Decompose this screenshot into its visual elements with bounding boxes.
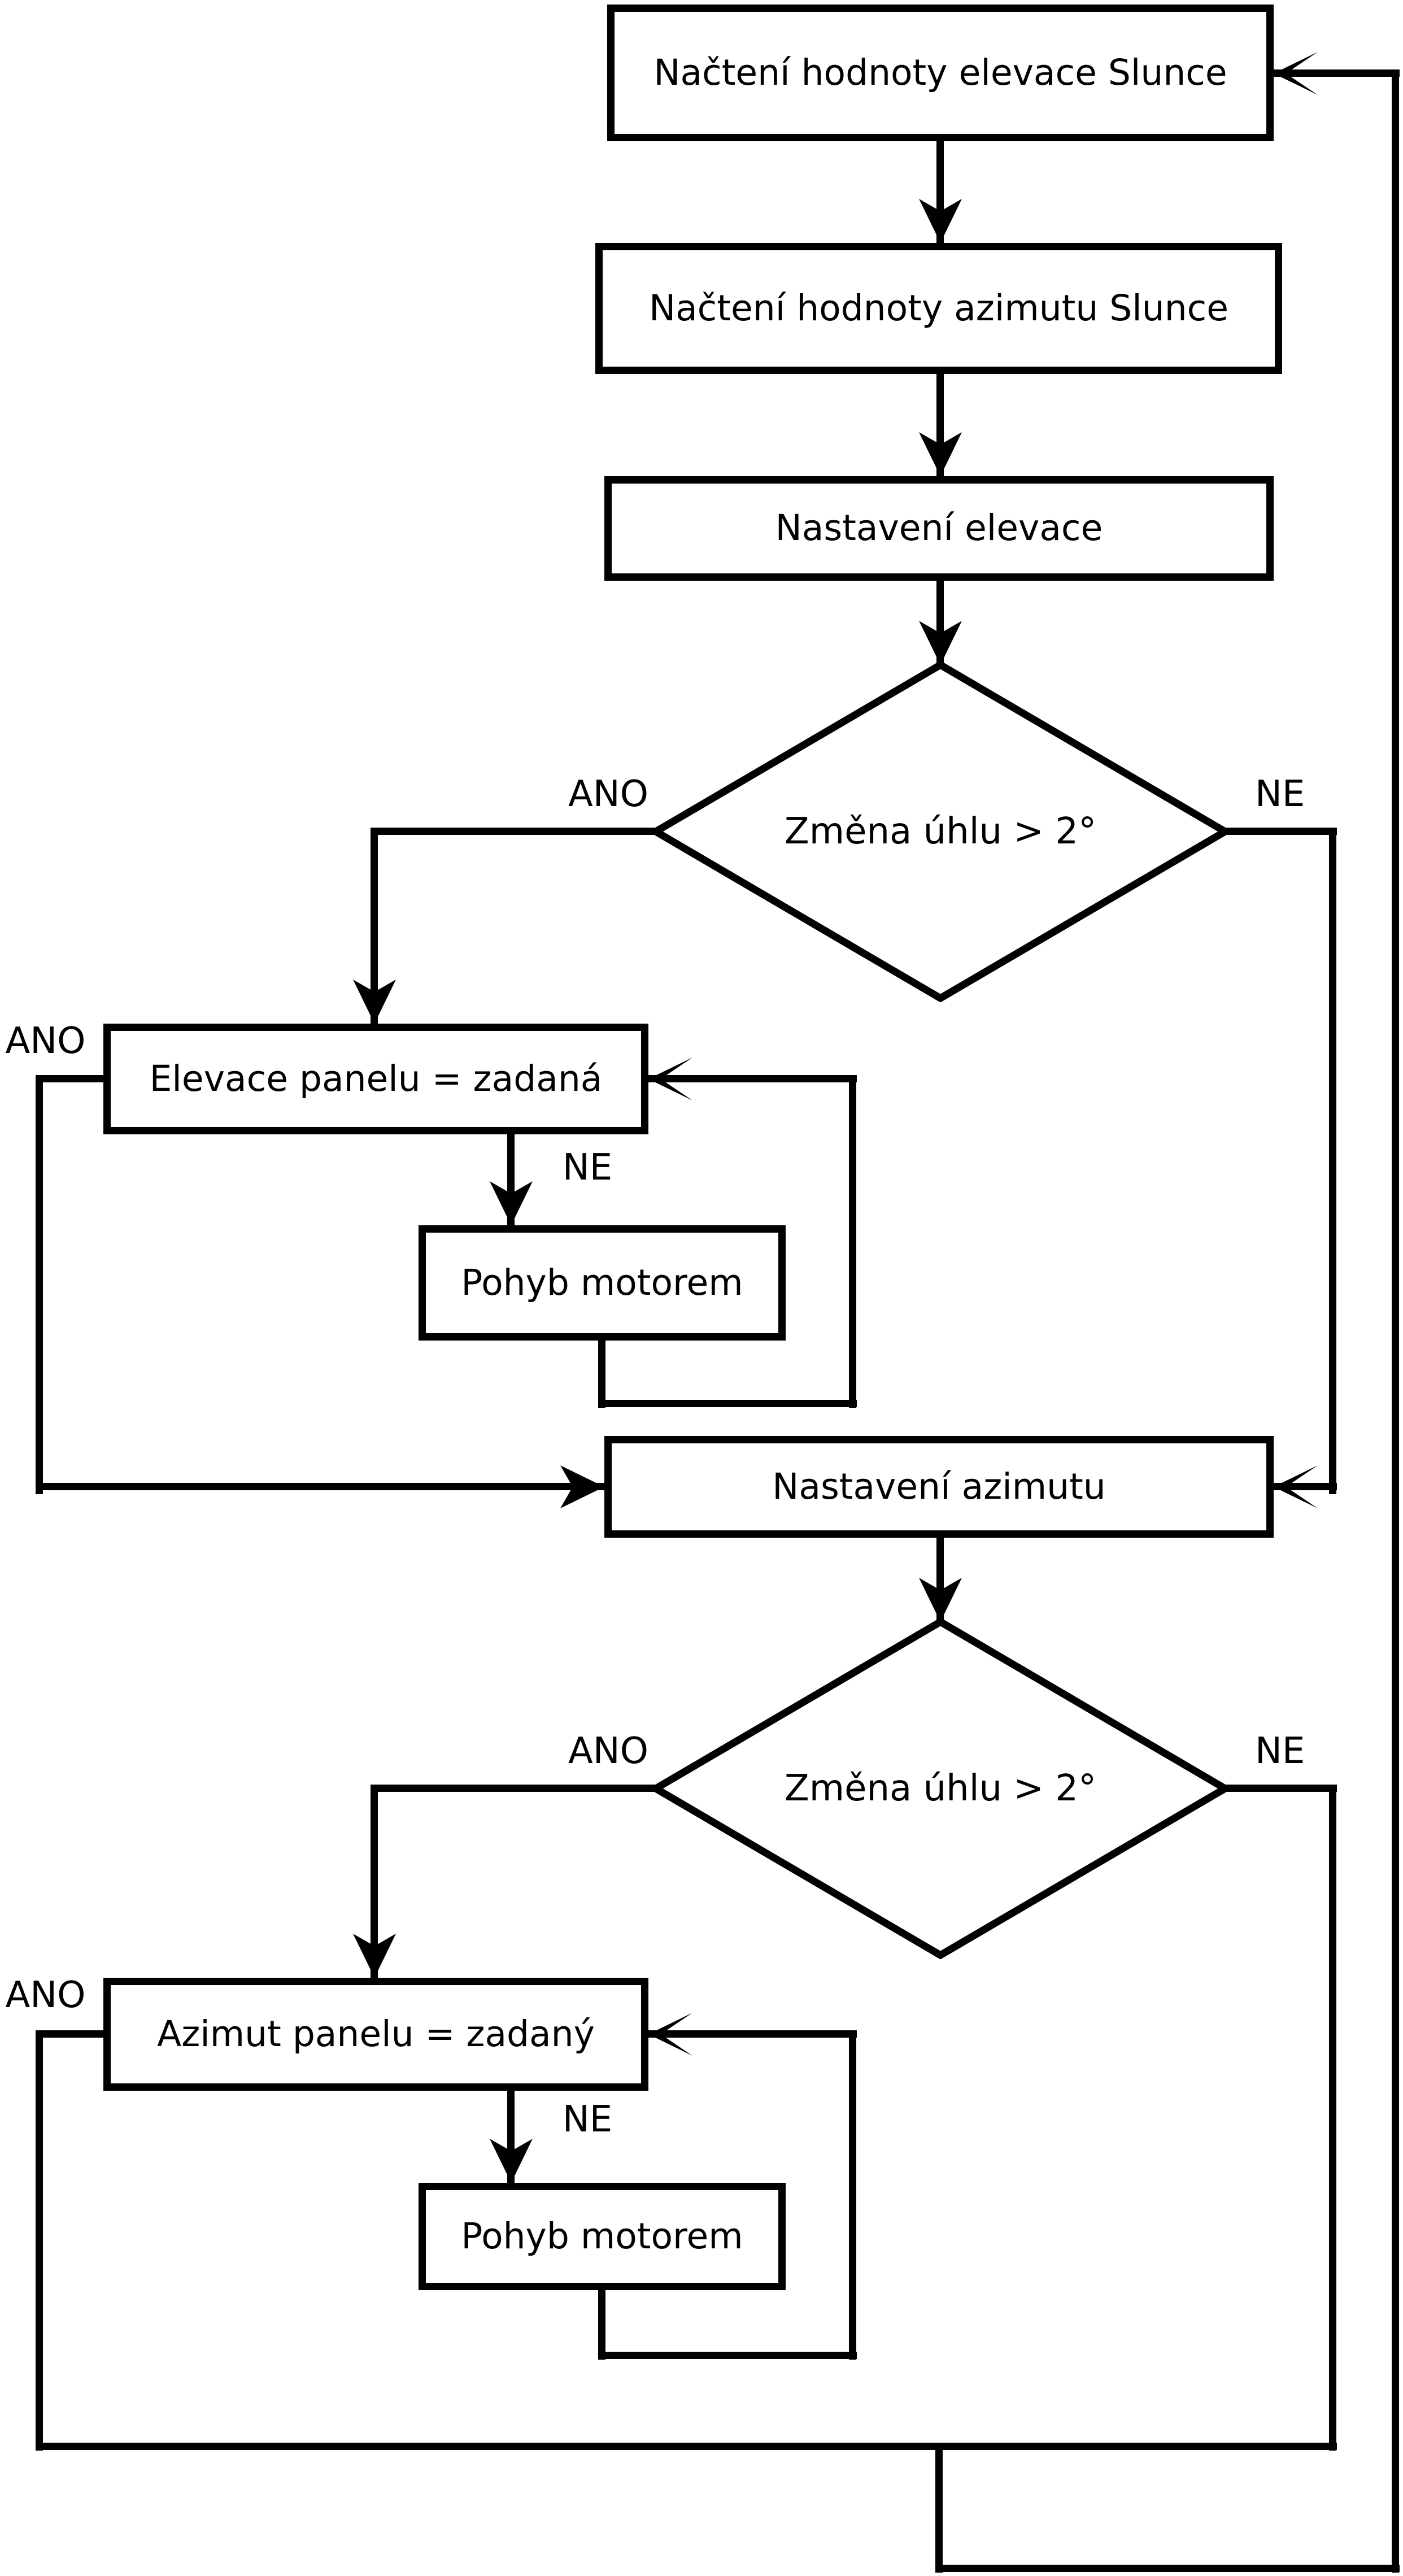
connector-merge-horizontal [36,2443,1337,2450]
process-set-azimuth: Nastavení azimutu [604,1436,1274,1538]
connector-elevation-ano-to-set-azimuth [36,1483,604,1490]
connector-decision1-ne-horizontal [1226,828,1337,835]
process-set-elevation: Nastavení elevace [604,476,1274,581]
process-elevation-equals: Elevace panelu = zadaná [103,1024,648,1134]
process-azimuth-equals-label: Azimut panelu = zadaný [157,2013,595,2055]
connector-decision2-ne-horizontal [1226,1785,1337,1792]
connector-decision2-ano-horizontal [374,1785,656,1792]
process-load-azimuth-label: Načtení hodnoty azimutu Slunce [648,287,1229,329]
elevation-box-ano-label: ANO [5,1020,86,1062]
connector-decision1-ano-vertical [371,828,378,1024]
connector-motor1-loop-up [849,1075,856,1408]
connector-restart-into-load-elevation [1274,69,1400,77]
connector-restart-drop [935,2447,943,2573]
process-motor-elevation-label: Pohyb motorem [461,1261,743,1303]
decision1-ano-label: ANO [568,773,648,815]
process-elevation-equals-label: Elevace panelu = zadaná [149,1058,603,1099]
decision2-ano-label: ANO [568,1730,648,1772]
process-load-azimuth: Načtení hodnoty azimutu Slunce [595,243,1282,374]
decision1-ne-label: NE [1255,773,1305,815]
process-motor-azimuth: Pohyb motorem [419,2183,786,2290]
connector-restart-right-riser [1392,69,1399,2573]
elevation-box-ne-label: NE [562,1147,613,1189]
decision2-label: Změna úhlu > 2° [784,1768,1097,1809]
decision1-label: Změna úhlu > 2° [784,811,1097,852]
process-motor-azimuth-label: Pohyb motorem [461,2215,743,2257]
connector-elevation-ano-stub [36,1075,103,1082]
connector-motor1-loop-down [598,1338,605,1408]
connector-azimuth-ano-vertical [36,2030,43,2451]
connector-motor2-loop-up [849,2030,856,2360]
connector-motor1-loop-into-elevation-box [648,1075,857,1082]
connector-elevation-ano-vertical [36,1075,43,1494]
connector-restart-bottom [935,2565,1400,2572]
connector-decision1-ano-horizontal [374,828,656,835]
connector-decision2-ne-vertical [1329,1785,1336,2451]
connector-motor2-loop-down [598,2290,605,2360]
process-load-elevation-label: Načtení hodnoty elevace Slunce [653,51,1227,93]
process-set-elevation-label: Nastavení elevace [775,507,1103,549]
process-motor-elevation: Pohyb motorem [419,1225,786,1341]
decision1-diamond-shape [652,661,1229,1002]
decision2-diamond-shape [652,1618,1229,1959]
connector-decision2-ano-vertical [371,1785,378,1978]
azimuth-box-ne-label: NE [562,2099,613,2140]
process-set-azimuth-label: Nastavení azimutu [772,1465,1106,1507]
connector-decision1-ne-into-set-azimuth [1274,1483,1337,1490]
process-azimuth-equals: Azimut panelu = zadaný [103,1978,648,2091]
decision2-ne-label: NE [1255,1730,1305,1772]
connector-motor2-loop-bottom [598,2352,857,2359]
connector-decision1-ne-vertical [1329,828,1336,1494]
connector-azimuth-ano-stub [36,2030,103,2038]
process-load-elevation: Načtení hodnoty elevace Slunce [607,5,1274,141]
connector-motor2-loop-into-azimuth-box [648,2030,857,2038]
connector-motor1-loop-bottom [598,1400,857,1407]
azimuth-box-ano-label: ANO [5,1974,86,2016]
